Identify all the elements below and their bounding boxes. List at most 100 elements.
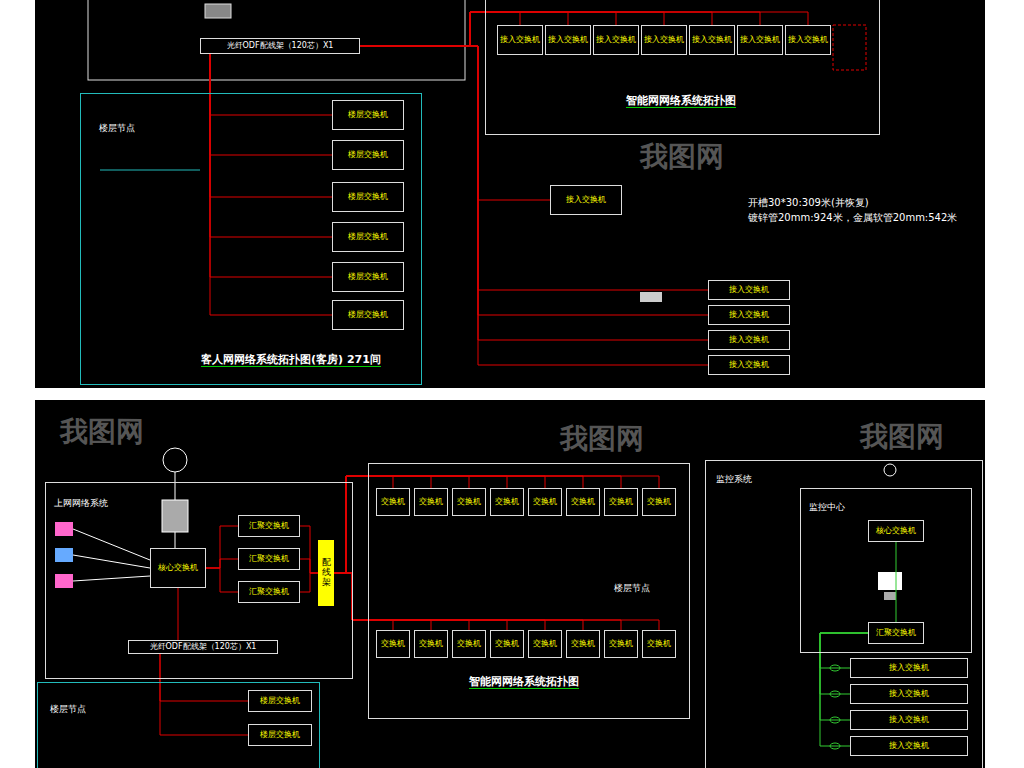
monitor-icon xyxy=(878,572,902,590)
cable-line xyxy=(160,654,248,701)
cable-line xyxy=(300,573,318,592)
computer-icon xyxy=(55,548,73,562)
box-label: 接入交换机 xyxy=(644,35,684,45)
wire xyxy=(175,472,176,500)
box-label: 楼层交换机 xyxy=(260,696,300,706)
text-holder: 智能网网络系统拓扑图 xyxy=(469,670,579,689)
switch-box: 交换机 xyxy=(490,488,524,516)
switch-box: 接入交换机 xyxy=(785,25,831,55)
switch-box: 交换机 xyxy=(642,630,676,658)
cable-line xyxy=(334,476,583,573)
box-label: 交换机 xyxy=(495,639,519,649)
leader-line xyxy=(100,170,200,171)
box-label: 交换机 xyxy=(647,639,671,649)
switch-box: 接入交换机 xyxy=(593,25,639,55)
diagram-title: 智能网网络系统拓扑图 xyxy=(469,675,579,689)
watermark: 我图网 xyxy=(60,413,144,451)
odf-panel: 光纤ODF配线架（120芯）X1 xyxy=(128,640,278,654)
switch-box: 接入交换机 xyxy=(850,710,968,730)
box-label: 汇聚交换机 xyxy=(876,628,916,638)
switch-box: 接入交换机 xyxy=(708,355,790,375)
switch-box: 楼层交换机 xyxy=(332,100,404,130)
system-region: 楼层节点智能网网络系统拓扑图交换机交换机交换机交换机交换机交换机交换机交换机交换… xyxy=(368,463,690,719)
box-label: 交换机 xyxy=(647,497,671,507)
wire xyxy=(73,529,150,560)
box-label: 接入交换机 xyxy=(740,35,780,45)
bottom-panel xyxy=(35,400,985,768)
switch-box: 汇聚交换机 xyxy=(238,548,300,570)
switch-box: 接入交换机 xyxy=(850,658,968,678)
cable-line xyxy=(334,476,469,573)
switch-box: 楼层交换机 xyxy=(332,222,404,252)
box-label: 楼层交换机 xyxy=(348,310,388,320)
diagram-title: 智能网网络系统拓扑图 xyxy=(626,94,736,108)
box-label: 交换机 xyxy=(533,497,557,507)
cable-line xyxy=(300,526,318,573)
box-label: 交换机 xyxy=(571,497,595,507)
switch-box: 交换机 xyxy=(490,630,524,658)
switch-box: 楼层交换机 xyxy=(248,724,312,746)
dashed-box xyxy=(833,25,866,70)
system-region: 智能网网络系统拓扑图接入交换机接入交换机接入交换机接入交换机接入交换机接入交换机… xyxy=(485,0,880,135)
system-region: 上网网络系统核心交换机汇聚交换机汇聚交换机汇聚交换机光纤ODF配线架（120芯）… xyxy=(45,482,353,679)
switch-box: 接入交换机 xyxy=(545,25,591,55)
box-label: 汇聚交换机 xyxy=(249,554,289,564)
switch-box: 交换机 xyxy=(566,630,600,658)
box-label: 接入交换机 xyxy=(729,360,769,370)
box-label: 接入交换机 xyxy=(500,35,540,45)
text-holder: 监控系统 xyxy=(716,467,752,486)
cable-line xyxy=(334,476,659,573)
switch-box: 接入交换机 xyxy=(497,25,543,55)
cable-line xyxy=(334,573,393,630)
box-label: 接入交换机 xyxy=(729,285,769,295)
switch-box: 接入交换机 xyxy=(708,280,790,300)
switch-box: 接入交换机 xyxy=(737,25,783,55)
cable-line xyxy=(206,559,238,568)
box-label: 接入交换机 xyxy=(889,689,929,699)
cloud-symbol xyxy=(163,448,187,472)
box-label: 楼层交换机 xyxy=(348,150,388,160)
switch-box: 交换机 xyxy=(376,488,410,516)
switch-box: 核心交换机 xyxy=(150,548,206,588)
switch-box: 交换机 xyxy=(528,630,562,658)
text-holder: 客人网网络系统拓扑图(客房) 271间 xyxy=(201,348,381,367)
cable-line xyxy=(210,54,332,155)
cable-line xyxy=(334,573,659,630)
cable-line xyxy=(896,542,897,622)
box-label: 汇聚交换机 xyxy=(249,587,289,597)
switch-box: 交换机 xyxy=(604,488,638,516)
switch-box: 交换机 xyxy=(604,630,638,658)
switch-box: 楼层交换机 xyxy=(332,262,404,292)
box-label: 接入交换机 xyxy=(889,715,929,725)
box-label: 楼层交换机 xyxy=(348,192,388,202)
cable-line xyxy=(160,654,248,735)
switch-box: 交换机 xyxy=(528,488,562,516)
text-holder: 上网网络系统 xyxy=(54,491,108,510)
floor-node-region: 楼层节点客人网网络系统拓扑图(客房) 271间楼层交换机楼层交换机楼层交换机楼层… xyxy=(80,93,422,385)
wire xyxy=(73,555,150,568)
text-holder: 楼层节点 xyxy=(50,697,86,716)
box-label: 接入交换机 xyxy=(889,663,929,673)
switch-box: 交换机 xyxy=(376,630,410,658)
cable-note: 开槽30*30:309米(并恢复) xyxy=(748,196,869,210)
box-label: 接入交换机 xyxy=(566,195,606,205)
box-label: 交换机 xyxy=(495,497,519,507)
switch-icon xyxy=(640,292,662,302)
box-label: 交换机 xyxy=(419,639,443,649)
watermark: 我图网 xyxy=(560,420,644,458)
switch-icon xyxy=(205,4,231,18)
switch-box: 楼层交换机 xyxy=(332,182,404,212)
switch-box: 接入交换机 xyxy=(850,684,968,704)
box-label: 接入交换机 xyxy=(692,35,732,45)
cable-line xyxy=(360,12,520,46)
box-label: 光纤ODF配线架（120芯）X1 xyxy=(227,41,334,51)
floor-node-region: 楼层节点楼层交换机楼层交换机 xyxy=(37,682,320,768)
computer-icon xyxy=(55,522,73,536)
cable-line xyxy=(206,526,238,568)
box-label: 交换机 xyxy=(457,639,481,649)
router-icon xyxy=(162,500,188,532)
cable-line xyxy=(334,573,507,630)
box-label: 交换机 xyxy=(457,497,481,507)
wire xyxy=(73,576,150,581)
odf-panel: 光纤ODF配线架（120芯）X1 xyxy=(200,38,360,54)
